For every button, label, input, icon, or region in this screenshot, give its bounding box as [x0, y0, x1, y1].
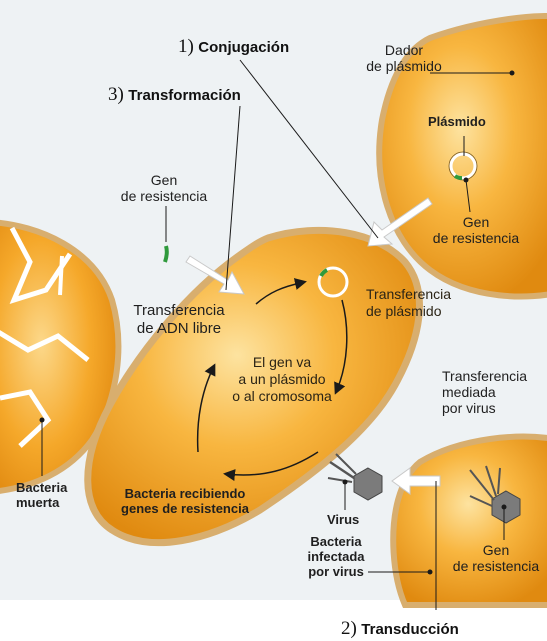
- step-conjugation-title: 1) Conjugación: [178, 36, 289, 58]
- dead-bacterium-label: Bacteria muerta: [16, 480, 67, 510]
- step-transduction-title: 2) Transducción: [341, 618, 459, 640]
- plasmid-label: Plásmido: [428, 114, 486, 129]
- free-gene-label: Gen de resistencia: [108, 172, 220, 204]
- donor-gene-label: Gen de resistencia: [420, 214, 532, 246]
- donor-label: Dador de plásmido: [348, 42, 460, 74]
- infected-bacterium-label: Bacteria infectada por virus: [300, 534, 372, 579]
- free-dna-transfer-label: Transferencia de ADN libre: [120, 302, 238, 338]
- infected-bacterium: [393, 437, 547, 605]
- virus-mediated-label: Transferencia mediada por virus: [442, 368, 527, 416]
- virus-label: Virus: [327, 512, 359, 527]
- step-transformation-title: 3) Transformación: [108, 84, 241, 106]
- virus-gene-label: Gen de resistencia: [440, 542, 547, 574]
- plasmid-transfer-label: Transferencia de plásmido: [366, 286, 451, 320]
- step-name: Transformación: [128, 87, 241, 104]
- step-number: 2): [341, 618, 357, 639]
- step-number: 3): [108, 84, 124, 105]
- receiving-bacterium-label: Bacteria recibiendo genes de resistencia: [112, 486, 258, 516]
- gene-destination-label: El gen va a un plásmido o al cromosoma: [222, 354, 342, 405]
- free-dna-gene: [165, 246, 167, 262]
- step-name: Transducción: [361, 621, 459, 638]
- step-number: 1): [178, 36, 194, 57]
- step-name: Conjugación: [198, 39, 289, 56]
- virus-icon: [328, 454, 382, 500]
